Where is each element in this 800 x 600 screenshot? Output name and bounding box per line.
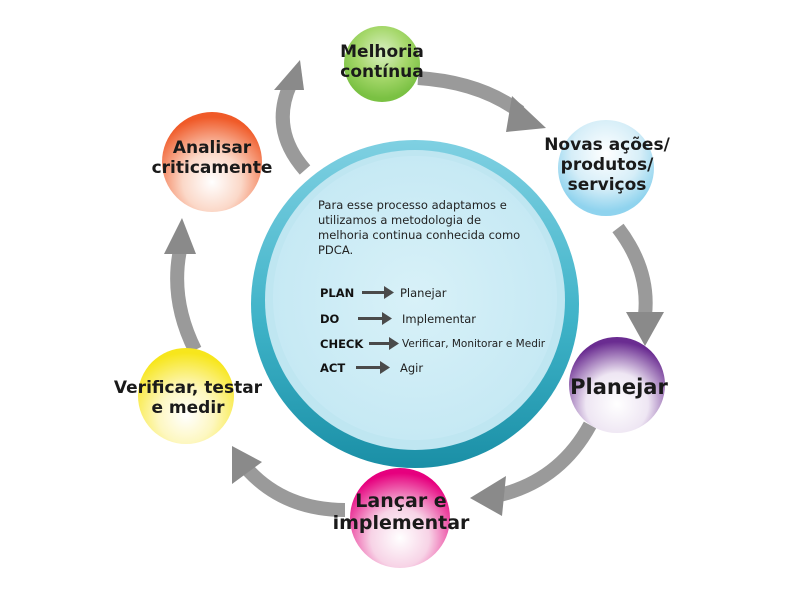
arrow-planejar-lancar [498,421,597,502]
node-verificar: Verificar, testar e medir [108,378,268,418]
pdca-value: Planejar [400,286,447,300]
arrow-novas-planejar [612,223,653,316]
node-circle-verificar [138,348,234,444]
node-planejar: Planejar [560,375,678,400]
arrowhead-5 [164,218,196,254]
center-disc [273,156,557,440]
node-melhoria-label: Melhoria contínua [340,42,424,83]
node-lancar-label: Lançar e implementar [332,490,470,535]
node-melhoria: Melhoria contínua [322,42,442,82]
node-analisar: Analisar criticamente [142,138,282,178]
pdca-key: CHECK [320,337,364,351]
pdca-row-act: ACT Agir [320,361,550,377]
pdca-arrows [356,286,399,374]
node-circle-analisar [162,112,262,212]
center-intro-text: Para esse processo adaptamos e utilizamo… [318,198,521,257]
node-verificar-label: Verificar, testar e medir [113,378,263,419]
node-lancar: Lançar e implementar [328,490,474,535]
pdca-key: ACT [320,361,346,375]
node-planejar-label: Planejar [570,375,668,399]
arrow-melhoria-novas [417,71,525,118]
node-circle-melhoria [344,26,420,102]
arrowhead-1 [506,96,546,132]
arrowhead-4 [232,446,262,484]
arrow-heads [164,60,664,516]
node-circle-lancar [350,468,450,568]
arrow-verificar-analisar [170,248,202,354]
pdca-key: DO [320,312,340,326]
node-circle-novas [558,120,654,216]
pdca-arrow-plan [362,286,394,299]
pdca-value: Verificar, Monitorar e Medir [402,338,546,350]
arrowhead-3 [470,476,506,516]
pdca-value: Implementar [402,312,477,326]
arrow-lancar-verificar [242,465,346,517]
pdca-value: Agir [400,361,424,375]
node-analisar-label: Analisar criticamente [151,138,273,179]
arrowhead-2 [626,312,664,346]
pdca-row-plan: PLAN Planejar [320,286,550,302]
pdca-row-do: DO Implementar [320,312,550,328]
pdca-key: PLAN [320,286,355,300]
pdca-arrow-check [369,337,399,350]
arrowhead-6 [274,60,304,90]
node-novas: Novas ações/ produtos/ serviços [538,135,676,195]
pdca-row-check: CHECK Verificar, Monitorar e Medir [320,337,550,353]
pdca-arrow-do [358,312,392,325]
node-novas-label: Novas ações/ produtos/ serviços [544,135,670,196]
node-circle-planejar [569,337,665,433]
pdca-arrow-act [356,361,390,374]
arrow-analisar-melhoria [275,82,311,175]
